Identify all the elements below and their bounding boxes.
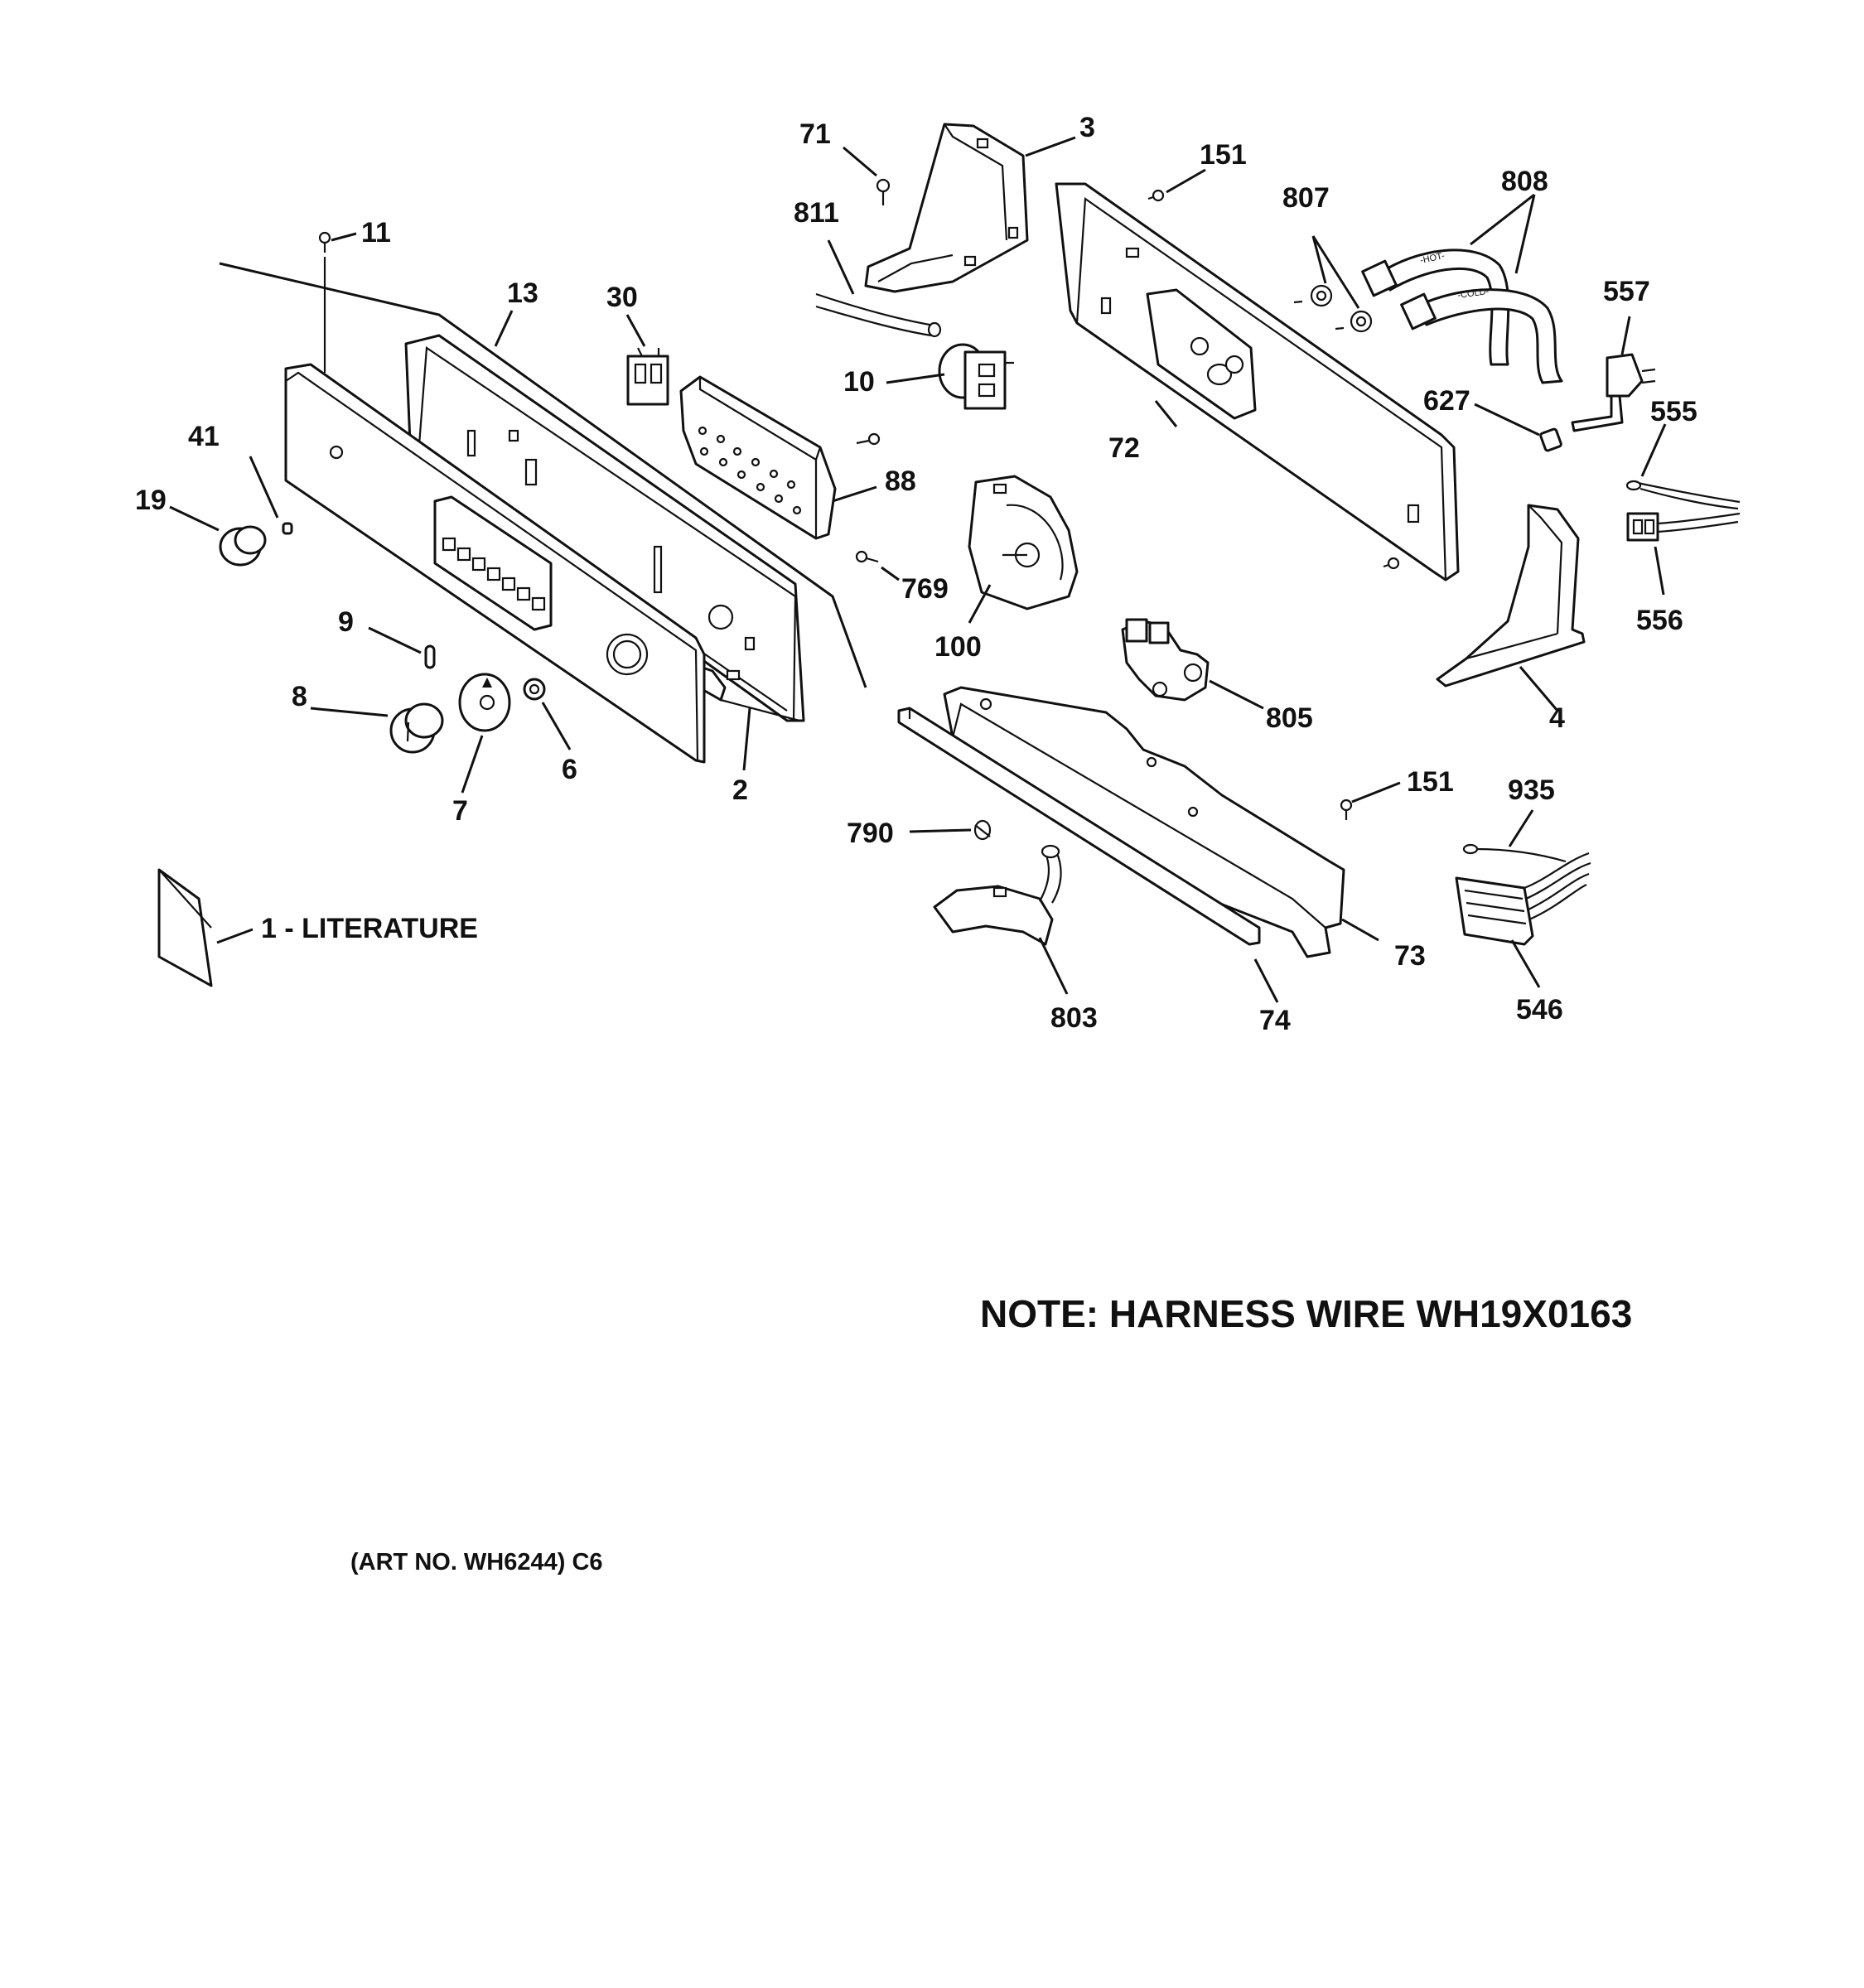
timer-part-100 — [968, 475, 1079, 610]
pressure-switch-part-10 — [938, 343, 1014, 410]
screw-part-769 — [855, 550, 879, 563]
label-811: 811 — [794, 197, 839, 229]
literature-envelope — [157, 868, 213, 987]
washers-part-807 — [1293, 284, 1373, 333]
wire-part-555 — [1625, 480, 1741, 510]
label-11: 11 — [361, 217, 391, 248]
label-2: 2 — [732, 774, 748, 806]
label-803: 803 — [1050, 1002, 1098, 1034]
clamp-part-790 — [973, 819, 992, 841]
fill-hoses-part-808: -HOT- -COLD- — [1361, 248, 1563, 384]
dial-part-7 — [458, 673, 511, 732]
label-555: 555 — [1650, 396, 1697, 427]
label-3: 3 — [1079, 112, 1095, 143]
harness-connector-part-546 — [1455, 852, 1591, 946]
label-72: 72 — [1108, 432, 1140, 464]
back-panel-part-72 — [1055, 182, 1460, 581]
screw-near-part-72-bottom — [1383, 557, 1400, 570]
label-808: 808 — [1501, 166, 1548, 197]
label-790: 790 — [847, 818, 894, 849]
knob-part-19 — [219, 525, 267, 567]
label-10: 10 — [843, 366, 875, 398]
control-board-part-88 — [679, 375, 837, 540]
display-buttons — [442, 537, 546, 611]
callout-labels: 71 3 151 807 808 811 11 13 30 557 10 627… — [135, 112, 1697, 1036]
label-557: 557 — [1603, 276, 1650, 307]
label-935: 935 — [1508, 774, 1555, 806]
label-13: 13 — [507, 277, 538, 309]
clip-part-627 — [1539, 427, 1562, 452]
front-console-panel — [284, 363, 706, 764]
hose-cold-label: -COLD- — [1457, 287, 1490, 301]
switch-part-30 — [626, 347, 669, 406]
label-151-lower: 151 — [1407, 766, 1454, 798]
label-151-top: 151 — [1200, 139, 1247, 171]
label-30: 30 — [606, 282, 638, 313]
label-73: 73 — [1394, 940, 1426, 972]
harness-note: NOTE: HARNESS WIRE WH19X0163 — [980, 1292, 1632, 1335]
board-leds — [698, 426, 802, 515]
label-41: 41 — [188, 421, 220, 452]
art-number: (ART NO. WH6244) C6 — [350, 1549, 603, 1575]
connector-part-556 — [1626, 512, 1741, 542]
wire-part-935 — [1462, 843, 1567, 863]
label-769: 769 — [901, 573, 949, 605]
strip-part-74 — [897, 707, 1261, 946]
label-807: 807 — [1282, 182, 1330, 214]
screw-part-151-lower — [1340, 799, 1353, 820]
label-627: 627 — [1423, 385, 1470, 417]
label-4: 4 — [1549, 702, 1565, 734]
spring-part-41 — [282, 522, 293, 535]
hose-part-811 — [815, 292, 942, 338]
label-100: 100 — [934, 631, 982, 663]
bracket-part-4 — [1436, 504, 1586, 688]
label-546: 546 — [1516, 994, 1563, 1025]
label-19: 19 — [135, 485, 167, 516]
bracket-part-3 — [864, 123, 1029, 293]
screw-part-11 — [318, 231, 331, 253]
water-valve-part-805 — [1121, 618, 1210, 702]
assembly-outline-line — [219, 262, 867, 688]
label-9: 9 — [338, 606, 354, 638]
clip-part-9 — [424, 644, 436, 669]
screw-near-part-88 — [856, 432, 881, 446]
air-tube-part-803 — [933, 844, 1062, 946]
label-805: 805 — [1266, 702, 1313, 734]
label-7: 7 — [452, 795, 468, 827]
label-literature: 1 - LITERATURE — [261, 913, 478, 944]
power-plug-part-557 — [1571, 353, 1656, 432]
leader-lines — [169, 136, 1667, 1003]
label-556: 556 — [1636, 605, 1683, 636]
label-6: 6 — [562, 754, 577, 785]
label-74: 74 — [1259, 1005, 1291, 1036]
knob-part-8 — [389, 702, 444, 754]
screw-part-151-top — [1147, 189, 1165, 202]
label-71: 71 — [799, 118, 831, 150]
nut-part-6 — [523, 678, 546, 701]
control-frame-part-13 — [404, 334, 805, 722]
label-88: 88 — [885, 466, 916, 497]
label-8: 8 — [292, 681, 307, 712]
screw-part-71 — [876, 178, 891, 205]
